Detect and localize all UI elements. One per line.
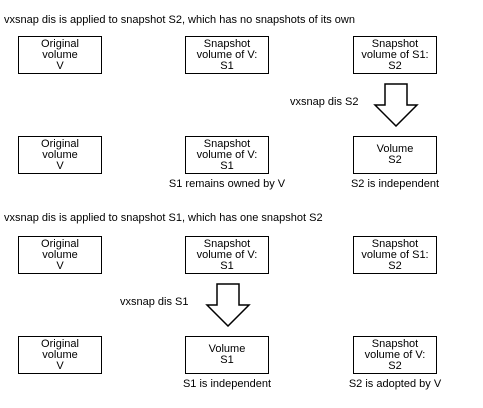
box-line: Volume	[376, 143, 414, 155]
box-line: volume	[42, 348, 78, 361]
section1-arrow-label: vxsnap dis S2	[290, 96, 359, 108]
box-line: volume of V:	[196, 248, 258, 261]
box-line: Snapshot	[371, 237, 419, 250]
s1-before-snapshot-s2-box: Snapshot volume of S1: S2	[353, 36, 437, 74]
section1-caption-s2: S2 is independent	[350, 178, 440, 190]
s1-after-original-volume-box: Original volume V	[18, 136, 102, 174]
box-line: volume	[42, 48, 78, 61]
s1-after-volume-s2-box: Volume S2	[353, 136, 437, 174]
s2-before-snapshot-s1-box: Snapshot volume of V: S1	[185, 236, 269, 274]
box-line: volume of S1:	[361, 48, 429, 61]
s2-after-volume-s1-box: Volume S1	[185, 336, 269, 374]
section2-heading: vxsnap dis is applied to snapshot S1, wh…	[4, 212, 323, 224]
box-line: S1	[220, 259, 234, 272]
s1-after-snapshot-s1-box: Snapshot volume of V: S1	[185, 136, 269, 174]
section1-caption-s1: S1 remains owned by V	[168, 178, 286, 190]
section2-caption-s2: S2 is adopted by V	[348, 378, 442, 390]
box-line: Original	[41, 237, 79, 250]
box-line: V	[56, 159, 64, 172]
box-line: volume of V:	[196, 48, 258, 61]
box-line: S1	[220, 354, 234, 366]
box-line: Snapshot	[371, 337, 419, 350]
box-line: S2	[388, 259, 402, 272]
box-line: V	[56, 259, 64, 272]
s2-before-original-volume-box: Original volume V	[18, 236, 102, 274]
box-line: volume	[42, 248, 78, 261]
section2-caption-s1: S1 is independent	[182, 378, 272, 390]
box-line: Original	[41, 37, 79, 50]
box-line: volume	[42, 148, 78, 161]
box-line: S2	[388, 59, 402, 72]
section2-arrow-label: vxsnap dis S1	[120, 296, 189, 308]
s2-before-snapshot-s2-box: Snapshot volume of S1: S2	[353, 236, 437, 274]
s1-before-original-volume-box: Original volume V	[18, 36, 102, 74]
box-line: Snapshot	[203, 37, 251, 50]
box-line: S1	[220, 59, 234, 72]
box-line: S1	[220, 159, 234, 172]
down-arrow-icon	[205, 283, 251, 327]
s2-after-original-volume-box: Original volume V	[18, 336, 102, 374]
box-line: Volume	[208, 343, 246, 355]
box-line: V	[56, 359, 64, 372]
s1-before-snapshot-s1-box: Snapshot volume of V: S1	[185, 36, 269, 74]
box-line: volume of V:	[196, 148, 258, 161]
box-line: Original	[41, 337, 79, 350]
box-line: V	[56, 59, 64, 72]
box-line: volume of V:	[364, 348, 426, 361]
box-line: Original	[41, 137, 79, 150]
section1-heading: vxsnap dis is applied to snapshot S2, wh…	[4, 14, 355, 26]
down-arrow-icon	[373, 83, 419, 127]
box-line: S2	[388, 154, 402, 166]
box-line: volume of S1:	[361, 248, 429, 261]
box-line: Snapshot	[203, 237, 251, 250]
box-line: S2	[388, 359, 402, 372]
box-line: Snapshot	[203, 137, 251, 150]
box-line: Snapshot	[371, 37, 419, 50]
s2-after-snapshot-s2-box: Snapshot volume of V: S2	[353, 336, 437, 374]
